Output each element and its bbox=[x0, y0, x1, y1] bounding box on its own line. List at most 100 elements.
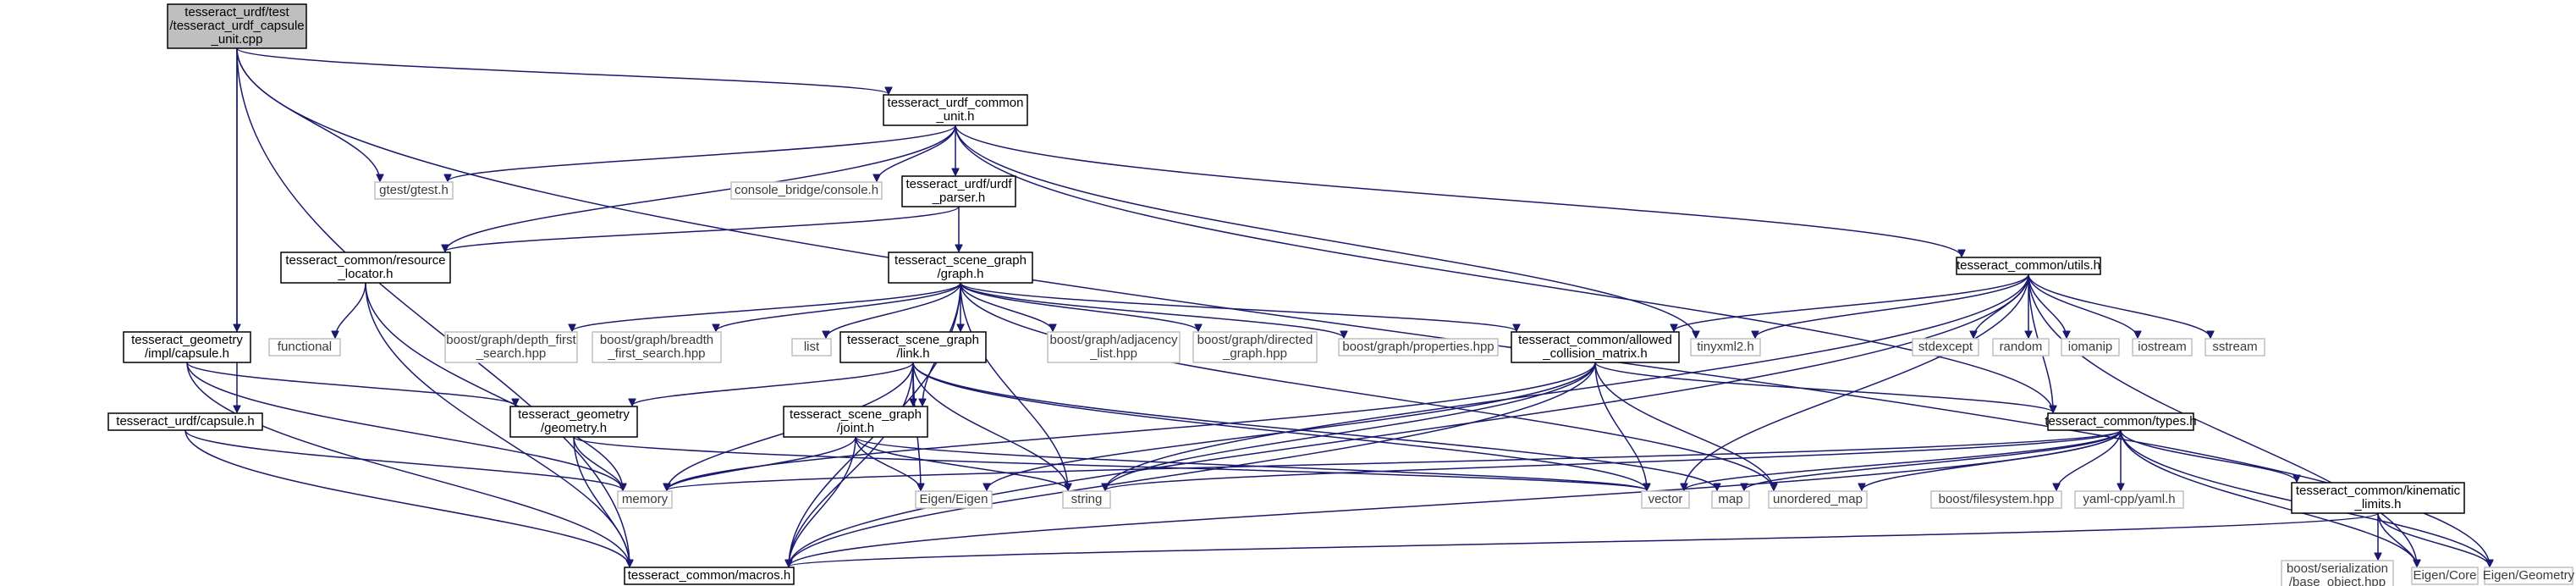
node-console-bridge-console-h: console_bridge/console.h bbox=[730, 181, 883, 200]
node-box bbox=[783, 406, 928, 438]
node-tesseract-common-kinematic-limits-h[interactable]: tesseract_common/kinematic_limits.h bbox=[2291, 482, 2465, 514]
edge-geom_impl_capsule-to-macros bbox=[186, 362, 630, 567]
node-label: /joint.h bbox=[837, 421, 874, 435]
node-boost-serialization-base-object-hpp: boost/serialization/base_object.hpp bbox=[2281, 560, 2394, 586]
node-boost-graph-depth-first-search-hpp: boost/graph/depth_first_search.hpp bbox=[444, 331, 578, 363]
node-tesseract-common-macros-h[interactable]: tesseract_common/macros.h bbox=[624, 567, 795, 585]
node-label: gtest/gtest.h bbox=[379, 183, 449, 197]
edge-kin_limits-to-eigen_geometry bbox=[2377, 512, 2490, 567]
edge-acm-to-string bbox=[1105, 362, 1596, 490]
node-label: tesseract_scene_graph bbox=[847, 333, 979, 347]
node-box bbox=[901, 175, 1016, 207]
node-box bbox=[2074, 490, 2184, 509]
node-label: boost/graph/properties.hpp bbox=[1342, 340, 1494, 354]
node-eigen-geometry: Eigen/Geometry bbox=[2483, 567, 2575, 585]
node-tesseract-urdf-common-unit-h[interactable]: tesseract_urdf_common_unit.h bbox=[883, 94, 1028, 126]
node-box bbox=[2204, 338, 2265, 357]
node-tesseract-scene-graph-graph-h[interactable]: tesseract_scene_graph/graph.h bbox=[888, 252, 1033, 284]
edge-types-to-memory bbox=[667, 429, 2122, 490]
edges-layer bbox=[184, 47, 2490, 567]
node-string: string bbox=[1062, 490, 1111, 509]
edge-sg_graph-to-props bbox=[960, 282, 1344, 339]
edge-sg_joint-to-macros bbox=[789, 436, 856, 567]
node-box bbox=[1930, 490, 2062, 509]
edge-utils-to-sstream bbox=[2028, 274, 2210, 338]
edge-sg_graph-to-adj_list bbox=[960, 282, 1053, 331]
node-tesseract-urdf-capsule-h[interactable]: tesseract_urdf/capsule.h bbox=[107, 412, 263, 431]
node-label: Eigen/Core bbox=[2413, 568, 2476, 583]
edge-geom_geometry-to-vector bbox=[573, 436, 1647, 490]
node-label: boost/graph/directed bbox=[1197, 333, 1313, 347]
edge-common_unit-to-console bbox=[877, 124, 956, 181]
node-label: _limits.h bbox=[2353, 497, 2401, 511]
node-box bbox=[839, 331, 987, 363]
edge-sg_graph-to-directed bbox=[960, 282, 1198, 331]
node-label: boost/graph/depth_first bbox=[446, 333, 576, 347]
node-tesseract-common-types-h[interactable]: tesseract_common/types.h bbox=[2045, 412, 2197, 431]
edge-utils-to-eigen_core bbox=[2028, 274, 2417, 567]
node-label: tinyxml2.h bbox=[1697, 340, 1754, 354]
node-label: tesseract_common/kinematic bbox=[2296, 484, 2461, 498]
node-box bbox=[1047, 331, 1181, 363]
node-box bbox=[915, 490, 993, 509]
node-unordered-map: unordered_map bbox=[1768, 490, 1868, 509]
edge-urdf_parser-to-resource_locator bbox=[445, 206, 960, 252]
edge-geom_geometry-to-memory bbox=[573, 436, 623, 490]
node-box bbox=[1956, 257, 2101, 275]
edge-root-to-eigen_geometry bbox=[236, 47, 2490, 567]
node-label: tesseract_common/types.h bbox=[2045, 414, 2196, 428]
edge-utils-to-stdexcept bbox=[1973, 274, 2029, 338]
edge-sg_graph-to-acm bbox=[960, 282, 1516, 332]
node-label: functional bbox=[278, 340, 332, 354]
node-tesseract-scene-graph-joint-h[interactable]: tesseract_scene_graph/joint.h bbox=[783, 406, 928, 438]
edge-acm-to-unordered_map bbox=[1594, 362, 1774, 490]
edge-types-to-vector bbox=[1684, 429, 2122, 491]
node-label: /graph.h bbox=[937, 267, 983, 281]
node-label: tesseract_common/utils.h bbox=[1957, 258, 2100, 273]
edge-sg_link-to-geom_geometry bbox=[632, 362, 914, 406]
node-box bbox=[730, 181, 883, 200]
edge-acm-to-vector bbox=[1594, 362, 1647, 490]
node-tesseract-geometry-geometry-h[interactable]: tesseract_geometry/geometry.h bbox=[509, 406, 638, 438]
edge-common_unit-to-utils bbox=[955, 124, 1962, 257]
node-box bbox=[2281, 560, 2394, 586]
node-label: unordered_map bbox=[1773, 492, 1863, 506]
edge-geom_geometry-to-macros bbox=[573, 436, 630, 567]
node-label: Eigen/Geometry bbox=[2483, 568, 2575, 583]
node-tesseract-common-resource-locator-h[interactable]: tesseract_common/resource_locator.h bbox=[280, 252, 451, 284]
node-box bbox=[1062, 490, 1111, 509]
node-box bbox=[1912, 338, 1979, 357]
node-label: _search.hpp bbox=[476, 346, 547, 361]
edge-acm-to-memory bbox=[667, 362, 1596, 490]
edge-geom_impl_capsule-to-geom_geometry bbox=[186, 362, 515, 406]
nodes-layer: tesseract_urdf/test/tesseract_urdf_capsu… bbox=[107, 3, 2575, 586]
edge-types-to-macros bbox=[789, 429, 2122, 567]
node-label: tesseract_scene_graph bbox=[790, 407, 922, 422]
edge-sg_graph-to-bfs bbox=[716, 282, 961, 332]
node-tesseract-common-utils-h[interactable]: tesseract_common/utils.h bbox=[1956, 257, 2101, 275]
node-label: random bbox=[2000, 340, 2043, 354]
node-tesseract-urdf-urdf-parser-h[interactable]: tesseract_urdf/urdf_parser.h bbox=[901, 175, 1016, 207]
edge-urdf_capsule-to-macros bbox=[184, 429, 630, 567]
edge-root-to-macros bbox=[236, 47, 630, 567]
node-label: /base_object.hpp bbox=[2289, 575, 2386, 586]
node-label: vector bbox=[1649, 492, 1683, 506]
edge-resource_locator-to-memory bbox=[365, 282, 623, 490]
edge-acm-to-macros bbox=[789, 362, 1596, 567]
node-label: iostream bbox=[2138, 340, 2187, 354]
node-tesseract-common-allowed-collision-matrix-h[interactable]: tesseract_common/allowed_collision_matri… bbox=[1511, 331, 1680, 363]
node-boost-graph-breadth-first-search-hpp: boost/graph/breadth_first_search.hpp bbox=[592, 331, 722, 363]
edge-common_unit-to-tinyxml bbox=[955, 124, 1696, 338]
node-tesseract-urdf-test-tesseract-urdf-capsule-unit-cpp[interactable]: tesseract_urdf/test/tesseract_urdf_capsu… bbox=[167, 3, 307, 49]
edge-sg_link-to-vector bbox=[912, 362, 1647, 490]
edge-types-to-kin_limits bbox=[2120, 429, 2297, 482]
node-label: _parser.h bbox=[932, 191, 986, 205]
node-list: list bbox=[791, 338, 832, 357]
node-box bbox=[268, 338, 341, 357]
node-tesseract-geometry-impl-capsule-h[interactable]: tesseract_geometry/impl/capsule.h bbox=[123, 331, 251, 363]
node-box bbox=[167, 3, 307, 49]
node-tesseract-scene-graph-link-h[interactable]: tesseract_scene_graph/link.h bbox=[839, 331, 987, 363]
node-label: _first_search.hpp bbox=[607, 346, 705, 361]
node-label: tesseract_urdf/urdf bbox=[905, 177, 1012, 191]
edge-types-to-eigen_core bbox=[2120, 429, 2417, 567]
